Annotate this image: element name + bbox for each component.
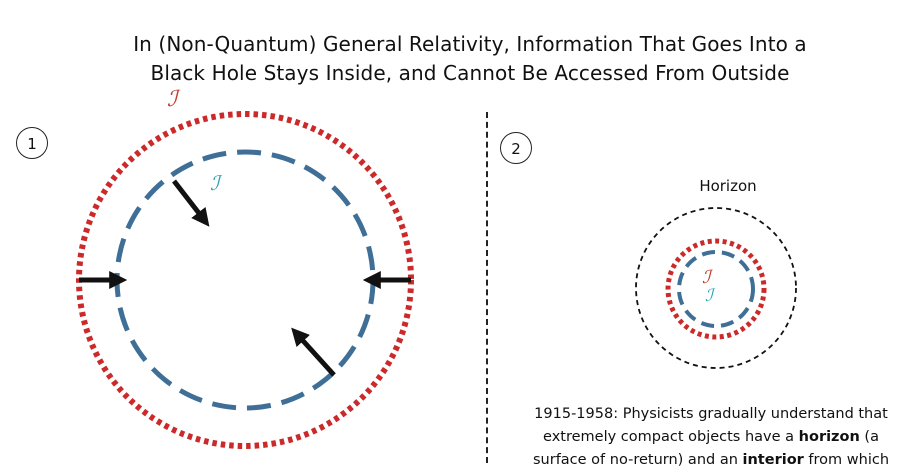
caption-line-1: 1915-1958: Physicists gradually understa… xyxy=(534,406,888,422)
caption-line-2-end: (a xyxy=(859,429,879,445)
small-info-symbol-teal: ℐ xyxy=(705,286,716,306)
inner-dashed-circle xyxy=(114,149,376,411)
arrow-top-left xyxy=(172,179,210,227)
caption-interior-term: interior xyxy=(742,452,804,468)
panel-1-number: 1 xyxy=(16,127,48,159)
title-line-2: Black Hole Stays Inside, and Cannot Be A… xyxy=(150,61,790,85)
horizon-circle xyxy=(635,207,797,369)
arrow-bottom-right xyxy=(291,327,336,377)
outer-dotted-circle xyxy=(76,111,414,449)
caption-horizon-term: horizon xyxy=(798,429,860,445)
caption-text: 1915-1958: Physicists gradually understa… xyxy=(522,403,900,472)
small-info-symbol-red: ℐ xyxy=(702,267,714,288)
info-symbol-red: ℐ xyxy=(167,87,181,112)
title-line-1: In (Non-Quantum) General Relativity, Inf… xyxy=(133,32,807,56)
panel-divider xyxy=(486,112,488,463)
horizon-label: Horizon xyxy=(699,177,757,195)
caption-line-2: extremely compact objects have a horizon… xyxy=(522,426,900,449)
caption-line-3: surface of no-return) and an interior fr… xyxy=(522,449,900,472)
small-inner-dashed-circle xyxy=(677,250,755,328)
caption-line-2-start: extremely compact objects have a xyxy=(543,429,799,445)
caption-line-3-start: surface of no-return) and an xyxy=(532,452,743,468)
info-symbol-teal: ℐ xyxy=(210,171,223,195)
caption-line-3-end: from which xyxy=(803,452,890,468)
slide-title: In (Non-Quantum) General Relativity, Inf… xyxy=(120,30,820,88)
small-outer-dotted-circle xyxy=(665,238,767,340)
panel-2-number: 2 xyxy=(500,132,532,164)
